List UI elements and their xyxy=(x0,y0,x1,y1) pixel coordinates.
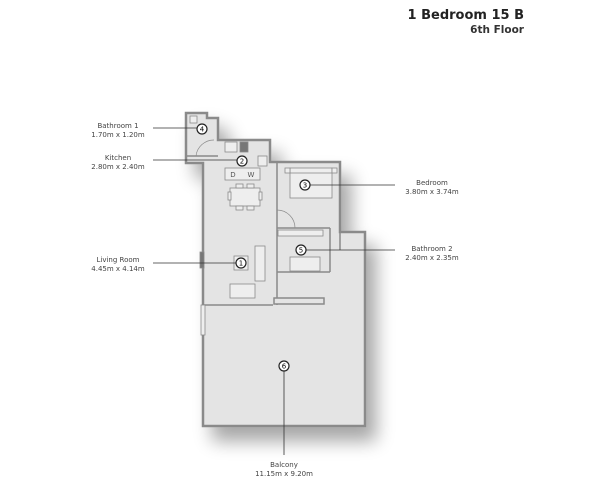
room-marker-1: 1 xyxy=(235,257,247,269)
dishwasher-label: D xyxy=(230,171,235,179)
svg-text:5: 5 xyxy=(299,247,303,255)
bathtub xyxy=(289,256,321,272)
room-name: Living Room xyxy=(96,256,140,264)
room-name: Bathroom 1 xyxy=(97,122,139,130)
label-bedroom: Bedroom 3.80m x 3.74m xyxy=(387,179,477,197)
room-name: Bathroom 2 xyxy=(411,245,453,253)
vanity xyxy=(277,229,324,237)
room-size: 2.40m x 2.35m xyxy=(405,254,459,262)
room-name: Bedroom xyxy=(416,179,448,187)
interior-walls xyxy=(186,139,341,306)
room-size: 1.70m x 1.20m xyxy=(91,131,145,139)
room-name: Balcony xyxy=(270,461,298,469)
unit-title: 1 Bedroom 15 B xyxy=(407,8,524,23)
label-living-room: Living Room 4.45m x 4.14m xyxy=(73,256,163,274)
window xyxy=(199,251,205,269)
stove xyxy=(257,155,268,167)
svg-text:1: 1 xyxy=(239,260,243,268)
armchair xyxy=(229,283,256,299)
kitchen-sink xyxy=(224,141,238,153)
washer-label: W xyxy=(248,171,255,179)
room-marker-3: 3 xyxy=(299,179,311,191)
label-bathroom-1: Bathroom 1 1.70m x 1.20m xyxy=(73,122,163,140)
room-marker-2: 2 xyxy=(236,155,248,167)
room-size: 4.45m x 4.14m xyxy=(91,265,145,273)
svg-text:6: 6 xyxy=(282,363,287,371)
svg-text:4: 4 xyxy=(200,126,205,134)
room-marker-6: 6 xyxy=(278,360,290,372)
svg-text:3: 3 xyxy=(303,182,307,190)
label-balcony: Balcony 11.15m x 9.20m xyxy=(239,461,329,479)
room-size: 3.80m x 3.74m xyxy=(405,188,459,196)
floor-label: 6th Floor xyxy=(470,24,524,36)
plan-title-block: 1 Bedroom 15 B 6th Floor xyxy=(408,8,524,36)
toilet xyxy=(189,115,198,124)
kitchen-counter xyxy=(224,167,261,181)
room-size: 2.80m x 2.40m xyxy=(91,163,145,171)
svg-text:2: 2 xyxy=(240,158,244,166)
leader-lines xyxy=(153,127,395,455)
room-marker-4: 4 xyxy=(196,123,208,135)
room-name: Kitchen xyxy=(104,154,132,162)
label-kitchen: Kitchen 2.80m x 2.40m xyxy=(73,154,163,172)
balcony-door xyxy=(200,304,206,336)
sofa xyxy=(254,245,266,282)
room-marker-5: 5 xyxy=(295,244,307,256)
dining-table xyxy=(229,187,261,207)
room-size: 11.15m x 9.20m xyxy=(255,470,313,478)
label-bathroom-2: Bathroom 2 2.40m x 2.35m xyxy=(387,245,477,263)
